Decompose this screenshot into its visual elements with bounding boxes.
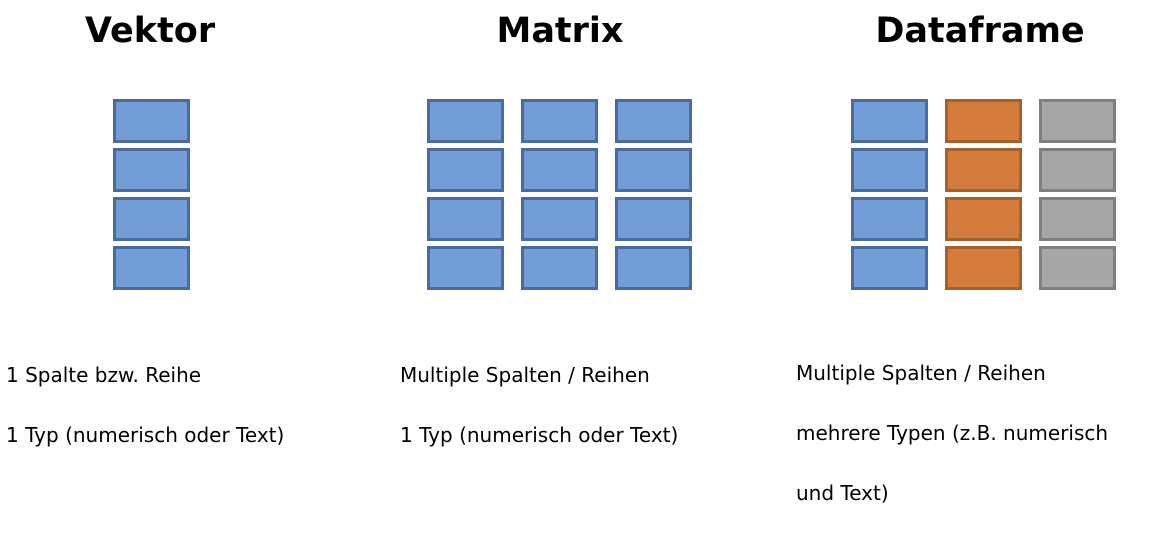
vektor-cell-c1-r1 xyxy=(113,99,190,143)
matrix-cell-c3-r1 xyxy=(615,99,692,143)
matrix-cell-c3-r4 xyxy=(615,246,692,290)
vektor-cell-c1-r2 xyxy=(113,148,190,192)
dataframe-cell-c3-r2 xyxy=(1039,148,1116,192)
matrix-cell-c2-r1 xyxy=(521,99,598,143)
dataframe-cell-c2-r2 xyxy=(945,148,1022,192)
matrix-cell-c1-r3 xyxy=(427,197,504,241)
dataframe-cell-c2-r3 xyxy=(945,197,1022,241)
dataframe-cell-c3-r1 xyxy=(1039,99,1116,143)
dataframe-description-line-1: Multiple Spalten / Reihen xyxy=(796,361,1046,385)
matrix-cell-c1-r1 xyxy=(427,99,504,143)
dataframe-cell-c1-r1 xyxy=(851,99,928,143)
matrix-description-line-1: Multiple Spalten / Reihen xyxy=(400,363,650,387)
matrix-cell-c3-r3 xyxy=(615,197,692,241)
dataframe-cell-c3-r4 xyxy=(1039,246,1116,290)
dataframe-cell-c3-r3 xyxy=(1039,197,1116,241)
dataframe-cell-c2-r1 xyxy=(945,99,1022,143)
matrix-description: Multiple Spalten / Reihen 1 Typ (numeris… xyxy=(400,330,760,480)
dataframe-cell-c2-r4 xyxy=(945,246,1022,290)
matrix-description-line-2: 1 Typ (numerisch oder Text) xyxy=(400,423,679,447)
dataframe-cell-c1-r3 xyxy=(851,197,928,241)
matrix-cell-c3-r2 xyxy=(615,148,692,192)
vektor-description: 1 Spalte bzw. Reihe 1 Typ (numerisch ode… xyxy=(6,330,366,480)
matrix-title: Matrix xyxy=(496,11,624,51)
vektor-cell-c1-r4 xyxy=(113,246,190,290)
matrix-cell-c2-r4 xyxy=(521,246,598,290)
dataframe-description-line-2: mehrere Typen (z.B. numerisch xyxy=(796,421,1109,445)
vektor-cell-c1-r3 xyxy=(113,197,190,241)
dataframe-description-line-3: und Text) xyxy=(796,481,889,505)
vektor-description-line-2: 1 Typ (numerisch oder Text) xyxy=(6,423,285,447)
matrix-cell-c1-r4 xyxy=(427,246,504,290)
vektor-title: Vektor xyxy=(84,11,216,51)
matrix-cell-c1-r2 xyxy=(427,148,504,192)
dataframe-description: Multiple Spalten / Reihen mehrere Typen … xyxy=(796,328,1151,538)
matrix-cell-c2-r3 xyxy=(521,197,598,241)
dataframe-title: Dataframe xyxy=(875,11,1085,51)
dataframe-cell-c1-r2 xyxy=(851,148,928,192)
vektor-description-line-1: 1 Spalte bzw. Reihe xyxy=(6,363,202,387)
dataframe-cell-c1-r4 xyxy=(851,246,928,290)
matrix-cell-c2-r2 xyxy=(521,148,598,192)
